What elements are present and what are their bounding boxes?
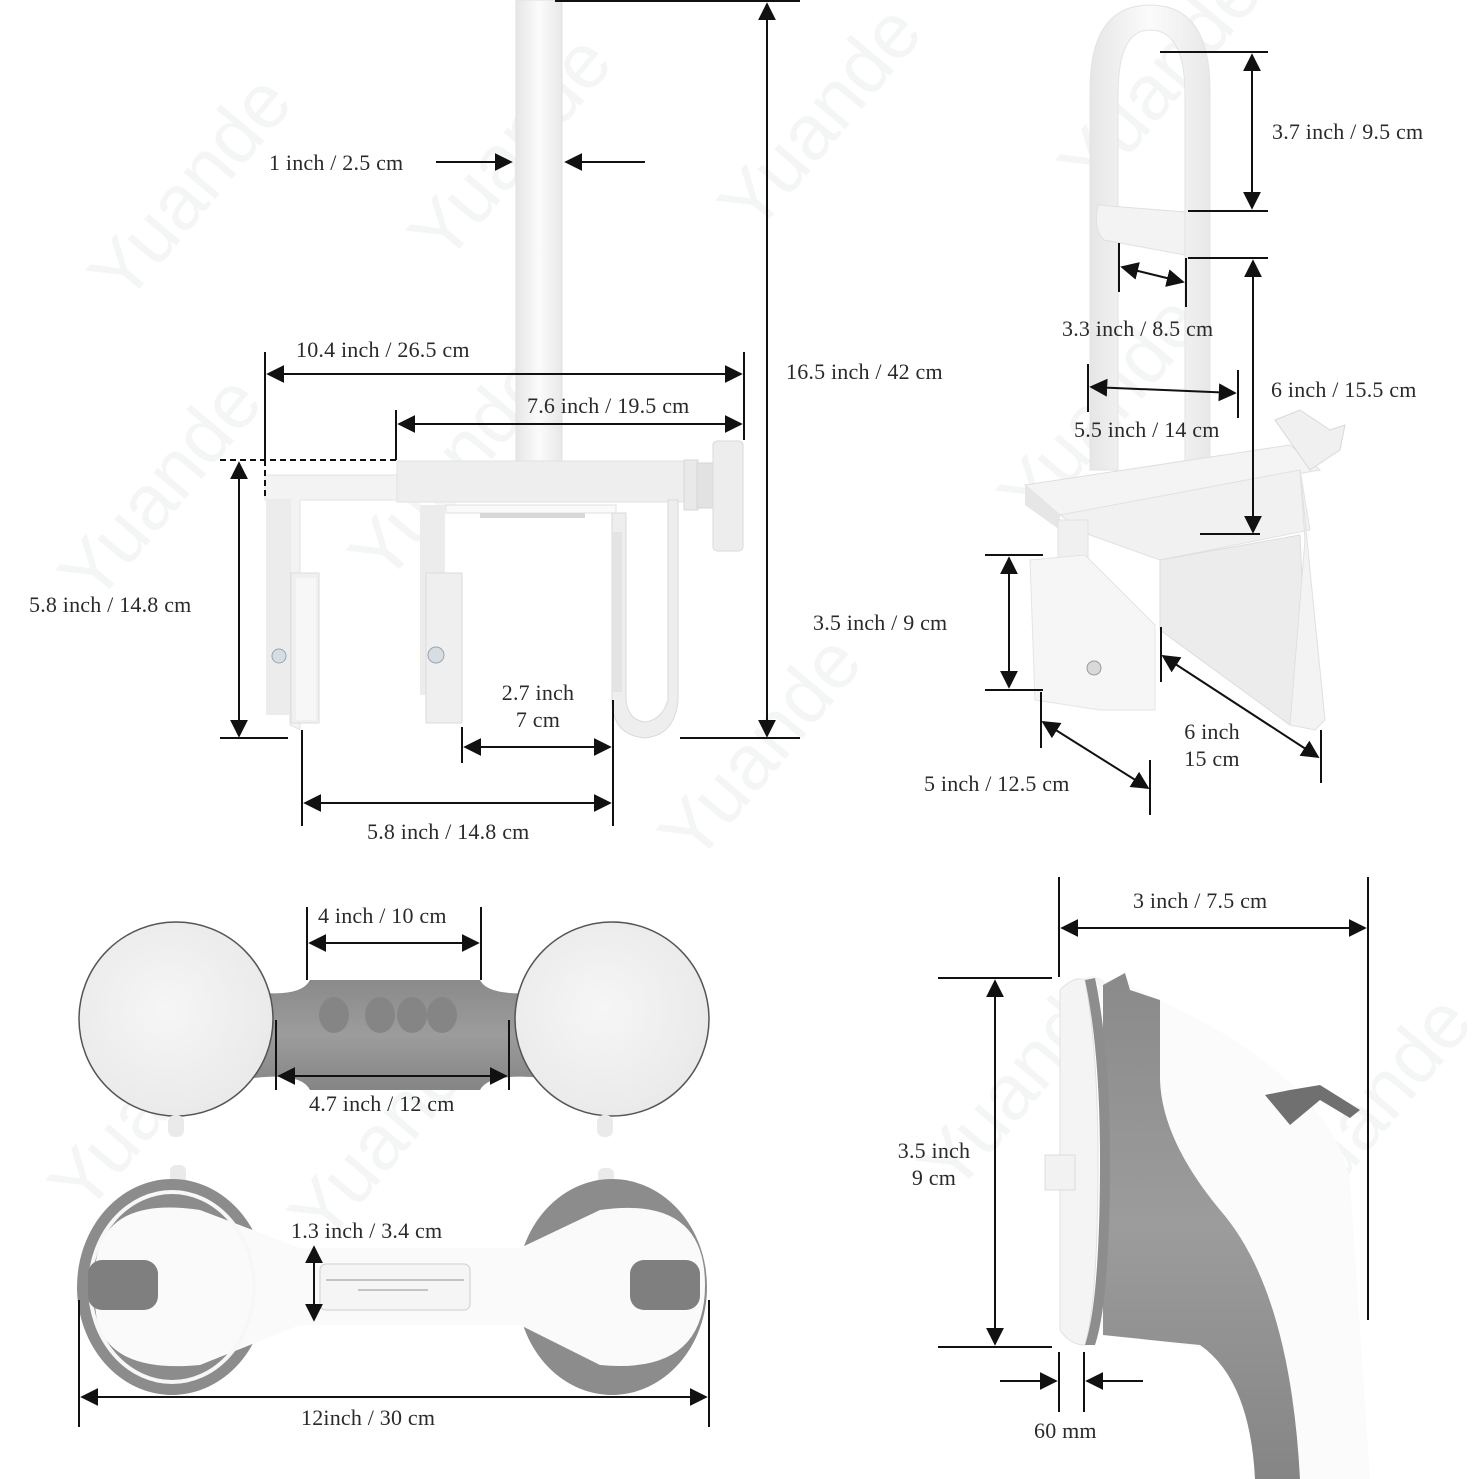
rail-width-label: 5.5 inch / 14 cm bbox=[1074, 417, 1220, 442]
grip-length-label: 4 inch / 10 cm bbox=[318, 903, 447, 928]
total-height-label: 16.5 inch / 42 cm bbox=[786, 359, 943, 384]
tub-rail-front-illustration bbox=[264, 0, 744, 739]
tub-wall-gap-cm: 7 cm bbox=[515, 707, 561, 732]
lower-height-label: 6 inch / 15.5 cm bbox=[1271, 377, 1417, 402]
crossbar-length-label: 3.3 inch / 8.5 cm bbox=[1062, 316, 1214, 341]
suction-bar-profile-dimension-lines bbox=[938, 877, 1369, 1412]
clamp-length-label: 6 inch 15 cm bbox=[1162, 718, 1262, 772]
handle-height-label: 3.7 inch / 9.5 cm bbox=[1272, 119, 1424, 144]
tub-rail-side-illustration bbox=[1023, 4, 1346, 731]
neck-length-label: 4.7 inch / 12 cm bbox=[309, 1091, 455, 1116]
bottom-width-label: 5.8 inch / 14.8 cm bbox=[367, 819, 530, 844]
profile-depth-label: 3 inch / 7.5 cm bbox=[1133, 888, 1268, 913]
suction-bar-front-dimension-lines bbox=[78, 1245, 710, 1427]
cup-height-cm: 9 cm bbox=[911, 1165, 957, 1190]
suction-bar-back-dimension-lines bbox=[275, 907, 510, 1090]
pad-width-label: 5 inch / 12.5 cm bbox=[924, 771, 1070, 796]
tub-rail-side-dimension-lines bbox=[985, 51, 1322, 815]
cup-height-inch: 3.5 inch bbox=[897, 1138, 971, 1163]
suction-bar-back-illustration bbox=[78, 921, 710, 1137]
total-length-label: 12inch / 30 cm bbox=[301, 1405, 436, 1430]
cup-height-label: 3.5 inch 9 cm bbox=[884, 1137, 984, 1191]
tub-wall-gap-label: 2.7 inch 7 cm bbox=[487, 679, 589, 733]
pad-height-label: 3.5 inch / 9 cm bbox=[813, 610, 948, 635]
tub-rail-front-dimension-lines bbox=[220, 0, 800, 826]
tub-wall-gap-inch: 2.7 inch bbox=[501, 680, 575, 705]
clamp-width-label: 7.6 inch / 19.5 cm bbox=[527, 393, 690, 418]
cup-thickness-label: 60 mm bbox=[1034, 1418, 1097, 1443]
clamp-length-cm: 15 cm bbox=[1184, 746, 1240, 771]
suction-bar-front-illustration bbox=[77, 1165, 707, 1395]
suction-bar-profile-illustration bbox=[1044, 972, 1370, 1479]
clamp-length-inch: 6 inch bbox=[1184, 719, 1240, 744]
bar-thickness-label: 1.3 inch / 3.4 cm bbox=[291, 1218, 443, 1243]
clamp-depth-label: 5.8 inch / 14.8 cm bbox=[29, 592, 192, 617]
bar-diameter-label: 1 inch / 2.5 cm bbox=[269, 150, 404, 175]
total-width-label: 10.4 inch / 26.5 cm bbox=[296, 337, 470, 362]
